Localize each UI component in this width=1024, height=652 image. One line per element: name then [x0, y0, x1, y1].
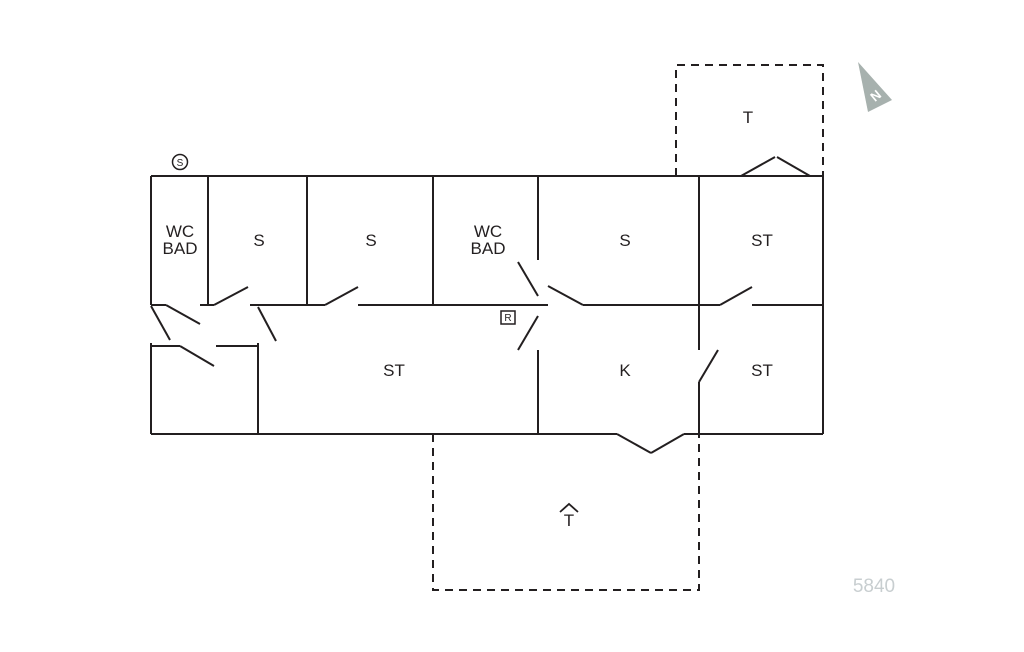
- room-k: K: [619, 361, 631, 380]
- room-s-1: S: [253, 231, 264, 250]
- room-st-top-right: ST: [751, 231, 773, 250]
- r-symbol-label: R: [504, 313, 511, 324]
- room-st-bottom-right: ST: [751, 361, 773, 380]
- north-arrow-icon: N: [858, 62, 892, 112]
- north-arrow-shape: [858, 62, 892, 112]
- entrance-arrow-icon: [559, 502, 579, 513]
- room-terrace-bottom: T: [564, 511, 574, 530]
- room-st-main: ST: [383, 361, 405, 380]
- interior-walls: [151, 176, 823, 434]
- s-symbol-label: S: [177, 158, 184, 169]
- room-s-3: S: [619, 231, 630, 250]
- room-s-2: S: [365, 231, 376, 250]
- s-symbol-icon: S: [171, 153, 189, 171]
- doors: [150, 156, 811, 454]
- room-wc-bad-2-line1: WC: [474, 222, 502, 241]
- room-terrace-top: T: [743, 108, 753, 127]
- room-wc-bad-2-line2: BAD: [471, 239, 506, 258]
- plan-code: 5840: [853, 576, 895, 597]
- room-labels: WC BAD S S WC BAD S ST ST K ST T T: [163, 108, 773, 530]
- room-wc-bad-1-line1: WC: [166, 222, 194, 241]
- room-wc-bad-1-line2: BAD: [163, 239, 198, 258]
- r-symbol-icon: R: [500, 310, 516, 325]
- terrace-outlines: [432, 64, 824, 591]
